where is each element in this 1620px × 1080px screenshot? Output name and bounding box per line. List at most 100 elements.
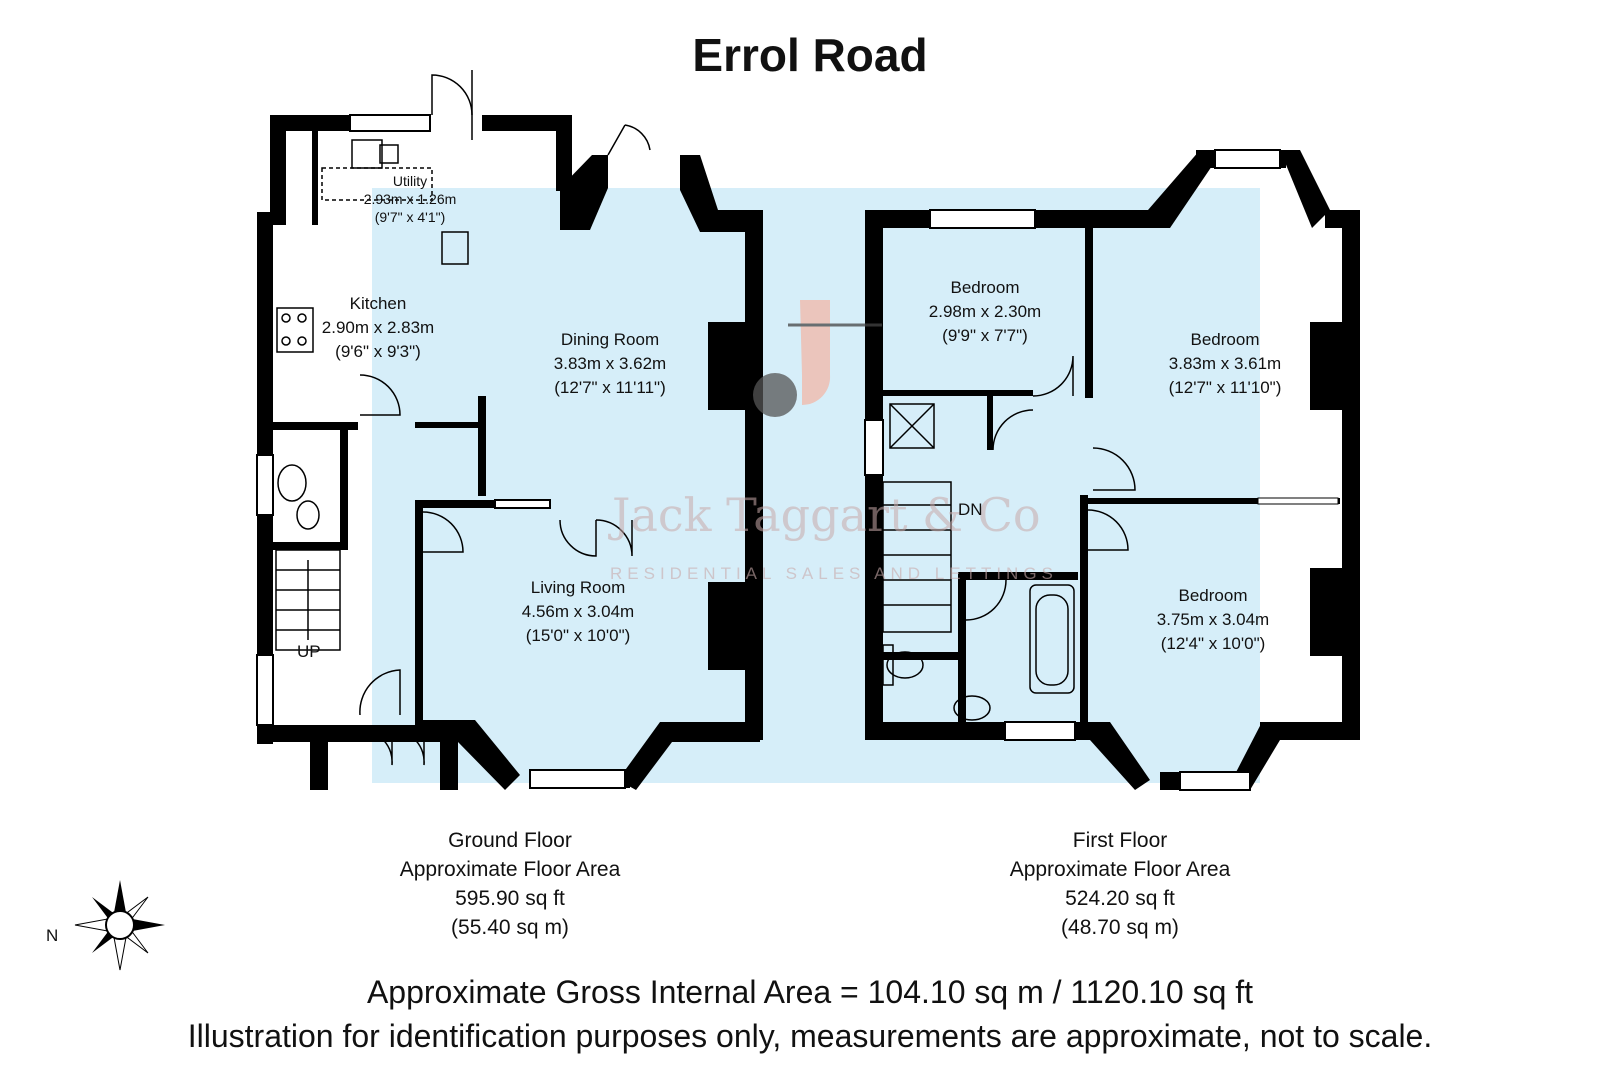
room-imperial: (12'7" x 11'10") bbox=[1168, 378, 1282, 397]
stairs-up-label: UP bbox=[297, 642, 321, 661]
wall bbox=[883, 390, 1033, 396]
first-floor-summary: First Floor Approximate Floor Area 524.2… bbox=[970, 826, 1270, 942]
wall bbox=[310, 742, 328, 790]
compass-rose-icon bbox=[74, 880, 165, 971]
room-label-bedroom-rear: Bedroom 3.75m x 3.04m (12'4" x 10'0") bbox=[1138, 584, 1288, 656]
window bbox=[1179, 771, 1251, 791]
room-imperial: (9'7" x 4'1") bbox=[374, 209, 446, 225]
wall bbox=[415, 500, 495, 508]
room-label-utility: Utility 2.93m x 1.26m (9'7" x 4'1") bbox=[355, 172, 465, 226]
watermark-name: Jack Taggart & Co bbox=[612, 488, 1041, 542]
room-label-dining: Dining Room 3.83m x 3.62m (12'7" x 11'11… bbox=[540, 328, 680, 400]
wall bbox=[560, 155, 608, 230]
watermark-tagline: RESIDENTIAL SALES AND LETTINGS bbox=[610, 564, 1058, 583]
floor-name: First Floor bbox=[1072, 829, 1168, 852]
window bbox=[256, 454, 274, 516]
wall bbox=[1070, 722, 1150, 790]
wall bbox=[556, 115, 572, 191]
window bbox=[1214, 149, 1281, 169]
wall bbox=[1342, 210, 1360, 740]
floor-area-label: Approximate Floor Area bbox=[1009, 858, 1231, 881]
room-imperial: (9'9" x 7'7") bbox=[942, 326, 1028, 345]
ground-floor-plan bbox=[256, 114, 763, 790]
window bbox=[256, 654, 274, 726]
floor-area-label: Approximate Floor Area bbox=[399, 858, 621, 881]
room-metric: 2.98m x 2.30m bbox=[928, 302, 1042, 321]
room-metric: 3.83m x 3.62m bbox=[553, 354, 667, 373]
window bbox=[1257, 497, 1339, 505]
wall bbox=[440, 742, 458, 790]
wall bbox=[958, 572, 1078, 580]
room-imperial: (12'7" x 11'11") bbox=[554, 378, 666, 397]
room-label-kitchen: Kitchen 2.90m x 2.83m (9'6" x 9'3") bbox=[318, 292, 438, 364]
wall bbox=[482, 115, 572, 131]
room-name: Utility bbox=[392, 173, 428, 189]
gross-area-text: Approximate Gross Internal Area = 104.10… bbox=[366, 974, 1254, 1010]
room-imperial: (9'6" x 9'3") bbox=[335, 342, 421, 361]
wall bbox=[1260, 722, 1360, 740]
room-metric: 3.83m x 3.61m bbox=[1168, 354, 1282, 373]
wall bbox=[415, 720, 520, 790]
floor-area-sqm: (55.40 sq m) bbox=[451, 916, 569, 939]
first-floor-fixtures bbox=[882, 355, 1136, 721]
wall bbox=[1310, 568, 1350, 656]
room-label-bedroom-small: Bedroom 2.98m x 2.30m (9'9" x 7'7") bbox=[915, 276, 1055, 348]
wall bbox=[415, 500, 423, 730]
room-name: Kitchen bbox=[349, 294, 407, 313]
wall bbox=[312, 131, 318, 225]
wall bbox=[340, 430, 348, 550]
wall bbox=[708, 322, 748, 410]
room-metric: 2.90m x 2.83m bbox=[321, 318, 435, 337]
watermark-logo bbox=[753, 300, 882, 417]
room-metric: 2.93m x 1.26m bbox=[363, 191, 457, 207]
floor-area-sqm: (48.70 sq m) bbox=[1061, 916, 1179, 939]
first-floor-plan bbox=[864, 149, 1360, 791]
wall bbox=[745, 210, 763, 740]
ground-floor-summary: Ground Floor Approximate Floor Area 595.… bbox=[360, 826, 660, 942]
wall bbox=[958, 572, 966, 722]
room-name: Bedroom bbox=[1178, 586, 1248, 605]
wall bbox=[1280, 150, 1330, 228]
wall bbox=[478, 396, 486, 496]
wall bbox=[257, 725, 427, 742]
wall bbox=[1085, 498, 1340, 504]
room-label-bedroom-front: Bedroom 3.83m x 3.61m (12'7" x 11'10") bbox=[1150, 328, 1300, 400]
wall bbox=[680, 155, 760, 232]
room-metric: 4.56m x 3.04m bbox=[521, 602, 635, 621]
wall bbox=[273, 422, 358, 430]
wall bbox=[1148, 150, 1216, 228]
floor-area-sqft: 524.20 sq ft bbox=[1065, 887, 1175, 910]
stairs-down-label: DN bbox=[958, 500, 983, 519]
floor-area-tint bbox=[372, 188, 1260, 783]
room-imperial: (12'4" x 10'0") bbox=[1160, 634, 1266, 653]
ground-floor-fixtures bbox=[275, 70, 651, 766]
floor-area-sqft: 595.90 sq ft bbox=[455, 887, 565, 910]
disclaimer-text: Illustration for identification purposes… bbox=[187, 1018, 1433, 1054]
window bbox=[1004, 721, 1076, 741]
wall bbox=[987, 390, 993, 450]
compass-north-label: N bbox=[46, 926, 59, 945]
window bbox=[529, 769, 626, 789]
window bbox=[864, 419, 884, 476]
window bbox=[494, 499, 551, 509]
room-name: Bedroom bbox=[1190, 330, 1260, 349]
room-imperial: (15'0" x 10'0") bbox=[525, 626, 631, 645]
wall bbox=[1085, 228, 1093, 398]
wall bbox=[273, 542, 345, 550]
wall bbox=[270, 115, 286, 225]
wall bbox=[618, 722, 760, 790]
floor-name: Ground Floor bbox=[448, 829, 572, 852]
page-title: Errol Road bbox=[692, 29, 928, 81]
wall bbox=[1310, 322, 1350, 410]
wall bbox=[870, 652, 958, 660]
window bbox=[929, 209, 1036, 229]
wall bbox=[708, 582, 748, 670]
wall bbox=[415, 422, 483, 428]
wall bbox=[1080, 495, 1088, 725]
room-name: Dining Room bbox=[560, 330, 660, 349]
room-name: Bedroom bbox=[950, 278, 1020, 297]
room-name: Living Room bbox=[530, 578, 626, 597]
window bbox=[349, 114, 431, 132]
room-label-living: Living Room 4.56m x 3.04m (15'0" x 10'0"… bbox=[508, 576, 648, 648]
